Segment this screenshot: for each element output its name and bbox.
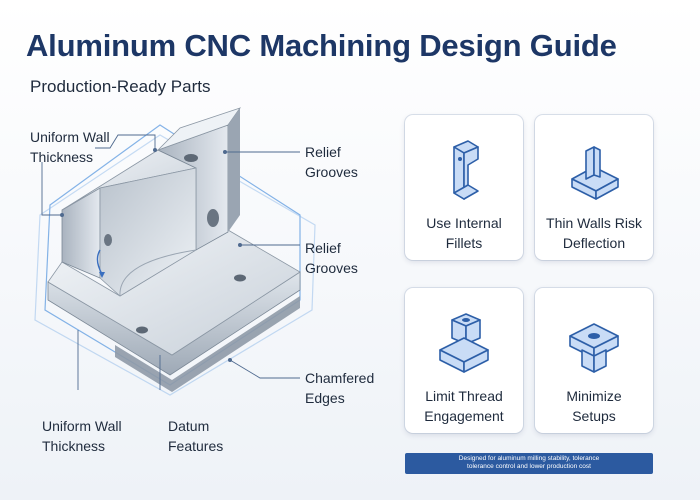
- callout-line: Features: [168, 438, 224, 454]
- callout-line: Uniform Wall: [30, 129, 110, 145]
- callout-datum-features: Datum Features: [168, 416, 223, 456]
- card-label-line: Fillets: [445, 235, 483, 251]
- card-internal-fillets: Use Internal Fillets: [405, 115, 523, 260]
- callout-line: Uniform Wall: [42, 418, 122, 434]
- card-label: Minimize Setups: [535, 386, 653, 426]
- callout-line: Datum: [168, 418, 210, 434]
- footnote-line: tolerance control and lower production c…: [467, 463, 591, 470]
- thin-wall-icon: [571, 146, 619, 200]
- card-label-line: Limit Thread: [425, 388, 503, 404]
- card-label-line: Engagement: [424, 408, 504, 424]
- callout-line: Relief: [305, 144, 341, 160]
- card-label-line: Setups: [572, 408, 616, 424]
- callout-line: Thickness: [42, 438, 106, 454]
- callout-relief-grooves-top: Relief Grooves: [305, 142, 358, 182]
- thread-engagement-icon: [439, 313, 489, 373]
- card-label: Thin Walls Risk Deflection: [535, 213, 653, 253]
- callout-relief-grooves-mid: Relief Grooves: [305, 238, 358, 278]
- callout-line: Grooves: [305, 260, 358, 276]
- card-label-line: Minimize: [566, 388, 622, 404]
- callout-line: Chamfered: [305, 370, 375, 386]
- card-label-line: Use Internal: [426, 215, 502, 231]
- card-thread-engagement: Limit Thread Engagement: [405, 288, 523, 433]
- callout-uniform-wall-bottom: Uniform Wall Thickness: [42, 416, 122, 456]
- callout-line: Grooves: [305, 164, 358, 180]
- card-label-line: Deflection: [562, 235, 626, 251]
- card-thin-walls: Thin Walls Risk Deflection: [535, 115, 653, 260]
- card-label-line: Thin Walls Risk: [546, 215, 642, 231]
- callout-uniform-wall-top: Uniform Wall Thickness: [30, 127, 110, 167]
- footnote-banner: Designed for aluminum milling stability,…: [405, 453, 653, 474]
- page-title: Aluminum CNC Machining Design Guide: [26, 28, 617, 63]
- card-minimize-setups: Minimize Setups: [535, 288, 653, 433]
- minimize-setups-icon: [569, 323, 619, 373]
- callout-line: Edges: [305, 390, 345, 406]
- card-label: Limit Thread Engagement: [405, 386, 523, 426]
- card-label: Use Internal Fillets: [405, 213, 523, 253]
- page-subtitle: Production-Ready Parts: [30, 77, 211, 96]
- callout-line: Thickness: [30, 149, 94, 165]
- footnote-line: Designed for aluminum milling stability,…: [458, 455, 600, 462]
- internal-fillet-icon: [453, 140, 479, 200]
- callout-line: Relief: [305, 240, 341, 256]
- callout-chamfered-edges: Chamfered Edges: [305, 368, 374, 408]
